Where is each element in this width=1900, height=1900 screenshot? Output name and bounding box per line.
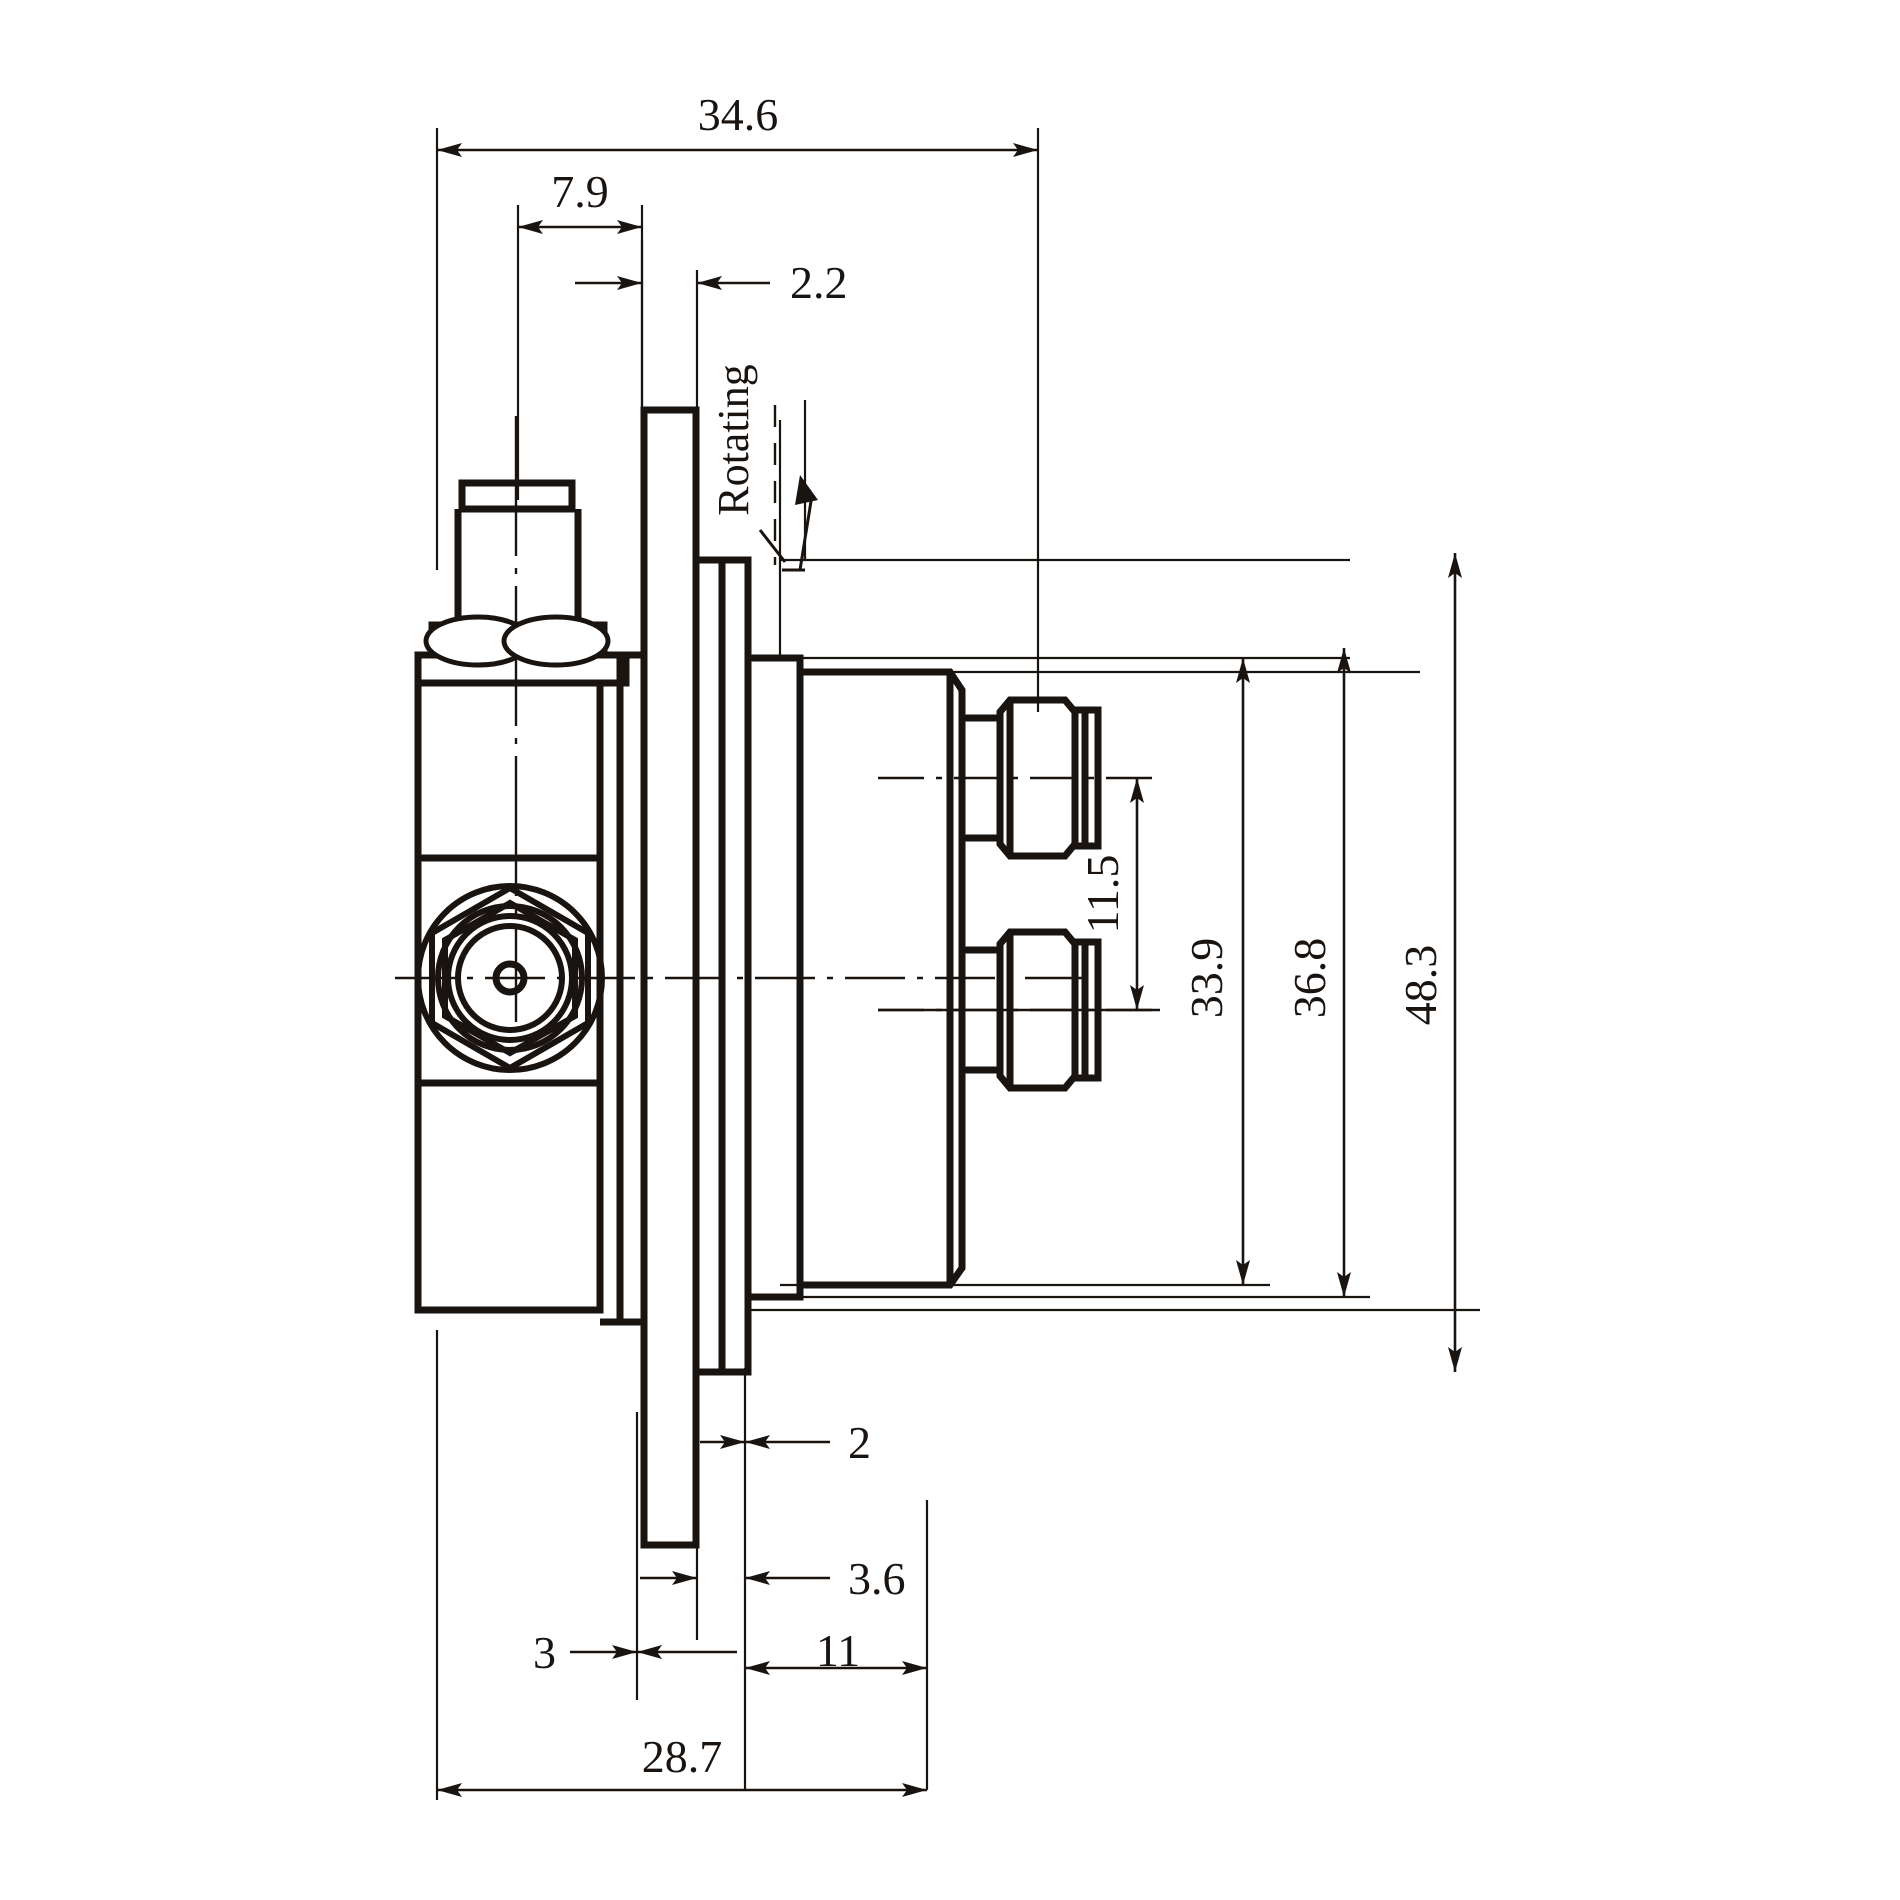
rotating-symbol [758, 475, 818, 572]
dimension-labels: 34.6 7.9 2.2 11.5 33.9 36.8 48.3 2 3.6 1… [533, 89, 1446, 1782]
dim-2-2: 2.2 [790, 257, 848, 308]
dim-3-6: 3.6 [848, 1553, 906, 1604]
flange-rear-step [696, 556, 752, 1376]
dim-7-9: 7.9 [551, 166, 609, 217]
dim-33-9: 33.9 [1181, 938, 1232, 1019]
dim-11: 11 [816, 1625, 860, 1676]
center-lines [395, 405, 1160, 1022]
lower-right-port [962, 928, 1102, 1092]
front-coax-connector [415, 883, 605, 1073]
dim-28-7: 28.7 [642, 1731, 723, 1782]
dim-34-6: 34.6 [698, 89, 779, 140]
dim-36-8: 36.8 [1284, 938, 1335, 1019]
rotating-note: Rotating [709, 364, 758, 516]
note-labels: Rotating [709, 364, 758, 516]
dimension-lines [437, 143, 1462, 1797]
top-connector-ellipses [423, 614, 611, 668]
upper-right-port [962, 696, 1102, 860]
dim-11-5: 11.5 [1077, 855, 1128, 934]
dim-2: 2 [848, 1417, 871, 1468]
dim-48-3: 48.3 [1395, 945, 1446, 1026]
rear-body [748, 654, 966, 1301]
body-step [600, 651, 648, 1326]
mounting-flange-plate [640, 406, 700, 1549]
dim-3: 3 [533, 1627, 556, 1678]
